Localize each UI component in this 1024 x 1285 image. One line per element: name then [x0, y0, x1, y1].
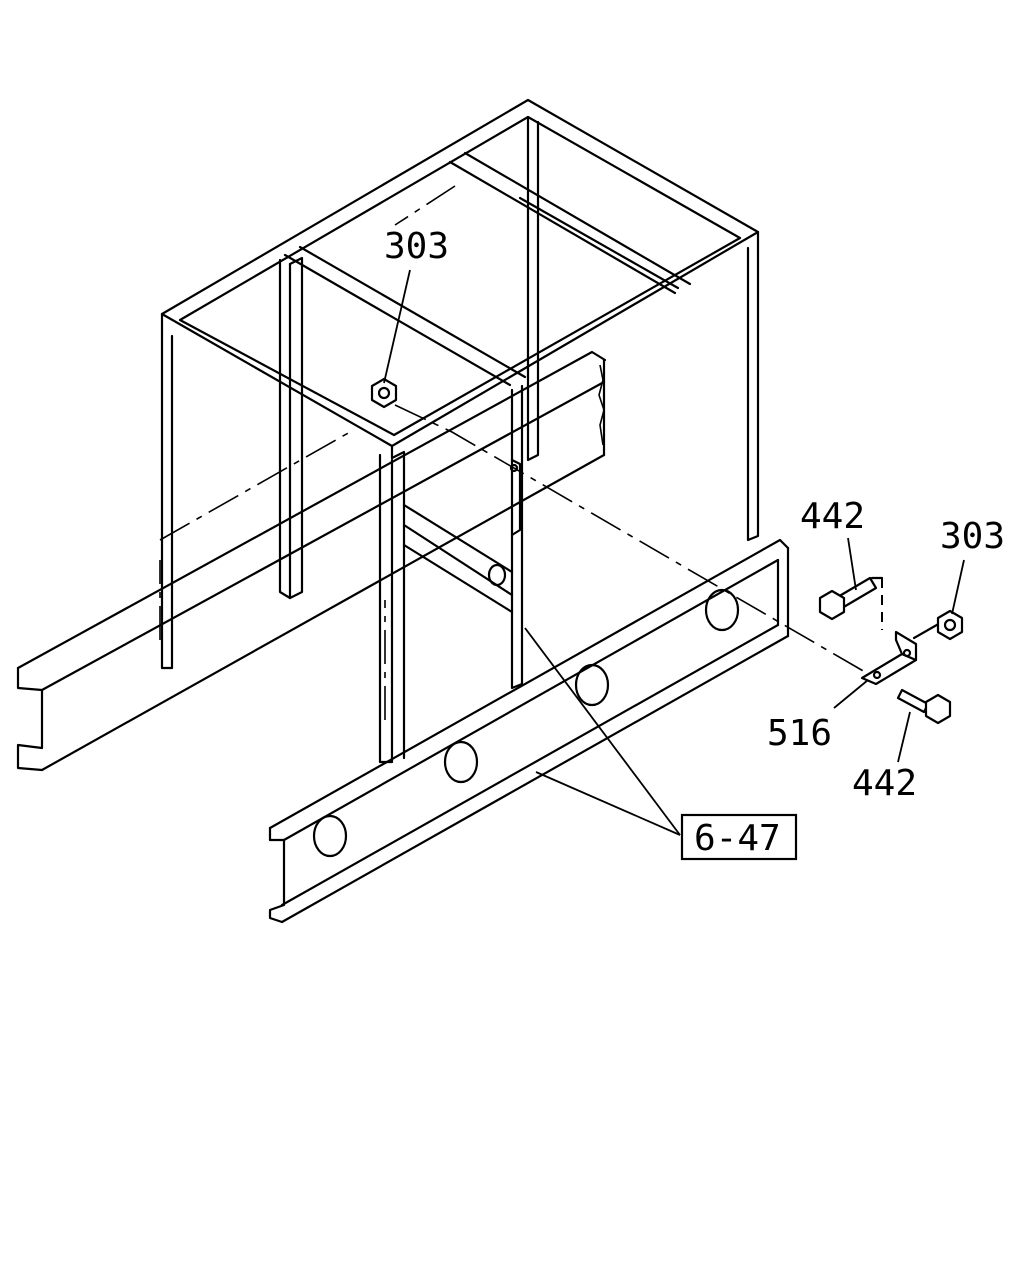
flange-nut-top: [370, 377, 398, 409]
callout-303-right: 303: [940, 516, 1005, 557]
flange-nut-right: [912, 609, 964, 641]
mounting-bracket: [860, 630, 918, 686]
flange-bolt-lower: [896, 688, 952, 725]
callout-442-lower: 442: [852, 763, 917, 804]
callout-516: 516: [767, 713, 832, 754]
leader-frame-ref-2: [535, 771, 681, 836]
flange-bolt-upper: [818, 576, 878, 621]
leader-bolt-lower: [897, 711, 911, 763]
leader-bracket: [833, 679, 869, 709]
mounting-axis-line: [394, 404, 866, 673]
frame-ref-box: [680, 813, 798, 861]
mount-hole: [509, 463, 519, 473]
brace-hole: [487, 563, 507, 587]
rail-hole-3: [574, 663, 610, 707]
rail-hole-4: [704, 588, 740, 632]
carrier-frame: [159, 98, 760, 764]
callout-303-top: 303: [384, 226, 449, 267]
leader-bolt-upper: [847, 537, 857, 591]
rail-hole-1: [312, 814, 348, 858]
callout-6-47: 6-47: [694, 818, 781, 859]
front-frame-rail: [268, 538, 790, 924]
leader-frame-ref-1: [524, 627, 681, 836]
left-frame-rail: [16, 350, 607, 772]
leader-nut-top: [383, 269, 411, 384]
callout-442-upper: 442: [800, 496, 865, 537]
rail-hole-2: [443, 740, 479, 784]
leader-nut-right: [951, 559, 965, 615]
